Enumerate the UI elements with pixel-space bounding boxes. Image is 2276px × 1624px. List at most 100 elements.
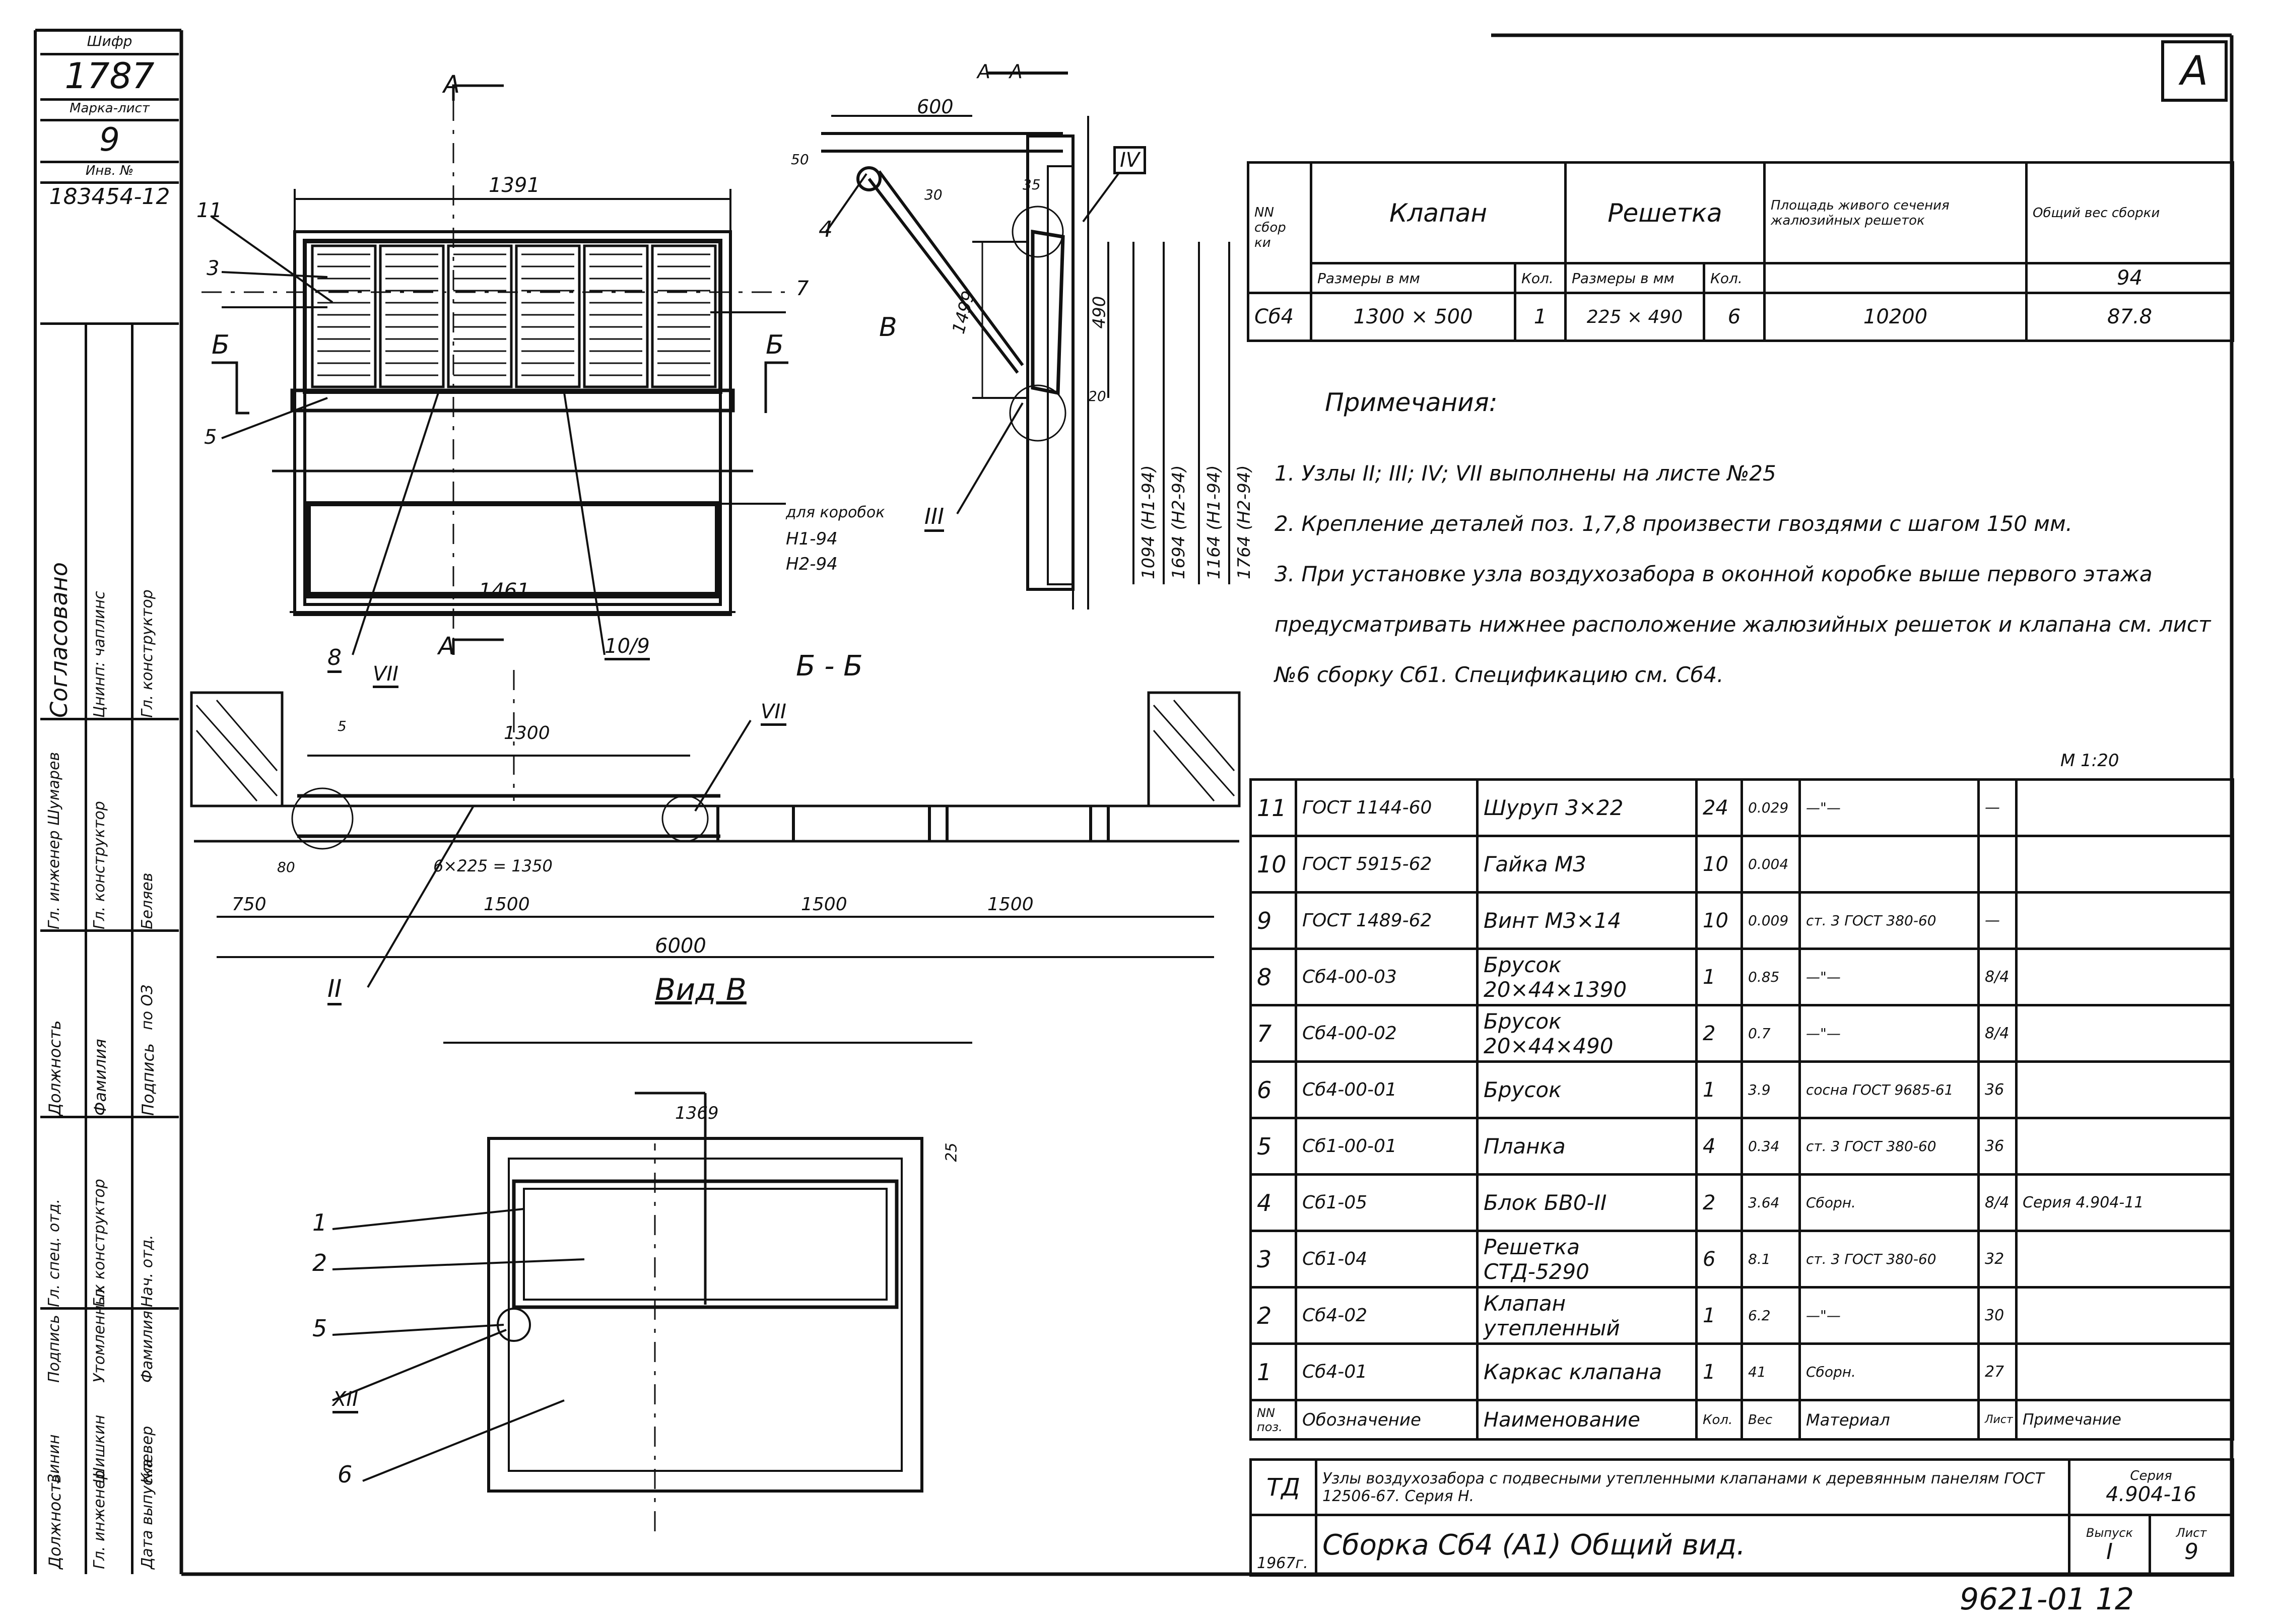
parts-material: ст. 3 ГОСТ 380-60 (1798, 891, 1980, 950)
label-view-v: Вид В (655, 972, 747, 1007)
dim-750: 750 (232, 894, 266, 915)
parts-sheet: — (1977, 891, 2018, 950)
parts-weight: 3.64 (1741, 1173, 1801, 1232)
spec-h-grille-size: Размеры в мм (1564, 262, 1705, 294)
sheet-mark: А (2161, 40, 2228, 102)
parts-name: Клапан утепленный (1476, 1286, 1698, 1345)
spec-h-valve: Клапан (1310, 161, 1567, 264)
parts-name: Планка (1476, 1117, 1698, 1176)
parts-note (2015, 835, 2234, 894)
parts-designation: Сб4-00-03 (1295, 948, 1479, 1006)
title-issue: I (2106, 1538, 2113, 1565)
pos-4: 4 (819, 217, 833, 242)
parts-note (2015, 1342, 2234, 1401)
dim-35: 35 (1023, 176, 1041, 193)
parts-designation: Сб4-00-02 (1295, 1004, 1479, 1063)
spec-h-valve-size: Размеры в мм (1310, 262, 1516, 294)
parts-sheet: 8/4 (1977, 948, 2018, 1006)
dim-1300: 1300 (504, 723, 550, 743)
side-cell-2b: Фамилия (139, 1310, 156, 1383)
parts-weight: 3.9 (1741, 1060, 1801, 1119)
node-7-left: VII (373, 662, 398, 688)
pos-2: 2 (312, 1249, 327, 1276)
side-cell-5: Утомленных (91, 1284, 108, 1383)
title-block: ТД Узлы воздухозабора с подвесными утепл… (1249, 1458, 2234, 1577)
side-stamp: Согласовано Цнинп: чаплинс Гл. конструкт… (40, 322, 179, 1574)
title-issue-label: Выпуск (2086, 1526, 2133, 1540)
side-cell-8: Зинин (45, 1434, 63, 1483)
parts-qty: 2 (1695, 1173, 1743, 1232)
node-4: IV (1113, 146, 1147, 174)
side-cell-10: Нач. отд. (139, 1235, 156, 1307)
parts-qty: 10 (1695, 835, 1743, 894)
parts-material: сосна ГОСТ 9685-61 (1798, 1060, 1980, 1119)
parts-qty: 1 (1695, 1286, 1743, 1345)
parts-sheet: 30 (1977, 1286, 2018, 1345)
parts-material: ст. 3 ГОСТ 380-60 (1798, 1230, 1980, 1289)
parts-sheet: 8/4 (1977, 1004, 2018, 1063)
side-cell-11: Шишкин (91, 1414, 108, 1483)
parts-name: Гайка М3 (1476, 835, 1698, 894)
parts-h-sheet: Лист (1977, 1399, 2018, 1441)
dim-section-width: 600 (917, 96, 954, 118)
parts-material: Сборн. (1798, 1342, 1980, 1401)
parts-pos: 2 (1249, 1286, 1297, 1345)
parts-pos: 11 (1249, 778, 1297, 837)
title-sheet: 9 (2184, 1538, 2198, 1565)
label-b-right: Б (766, 330, 784, 360)
parts-material: —"— (1798, 1286, 1980, 1345)
dim-80: 80 (277, 859, 295, 875)
parts-weight: 8.1 (1741, 1230, 1801, 1289)
parts-note (2015, 948, 2234, 1006)
parts-note (2015, 778, 2234, 837)
scale-label: М 1:20 (2060, 751, 2119, 771)
label-v: В (879, 312, 897, 343)
parts-weight: 6.2 (1741, 1286, 1801, 1345)
dim-6000: 6000 (655, 934, 706, 958)
agreed-sub-3: по ОЗ (139, 984, 156, 1030)
parts-note (2015, 1004, 2234, 1063)
side-cell-4: Гл. инженер (91, 1470, 108, 1569)
parts-designation: Сб4-01 (1295, 1342, 1479, 1401)
parts-qty: 1 (1695, 1060, 1743, 1119)
side-cell-14: Клевер (139, 1426, 156, 1483)
label-section-bb: Б - Б (796, 650, 863, 683)
stamp-inv-label: Инв. № (40, 163, 179, 184)
dim-5: 5 (338, 718, 347, 734)
dim-1500b: 1500 (801, 894, 847, 915)
notes-title: Примечания: (1325, 388, 1498, 417)
parts-designation: ГОСТ 1144-60 (1295, 778, 1479, 837)
title-sheet-title: Сборка Сб4 (А1) Общий вид. (1315, 1514, 2070, 1577)
parts-weight: 0.7 (1741, 1004, 1801, 1063)
title-description: Узлы воздухозабора с подвесными утепленн… (1315, 1458, 2070, 1516)
parts-weight: 0.34 (1741, 1117, 1801, 1176)
parts-designation: ГОСТ 1489-62 (1295, 891, 1479, 950)
approval-1: Должность (45, 1020, 64, 1116)
parts-sheet: 36 (1977, 1060, 2018, 1119)
spec-h-grille: Решетка (1564, 161, 1766, 264)
spec-table: NN сбор ки Клапан Решетка Площадь живого… (1247, 161, 2234, 342)
node-12: XII (332, 1388, 358, 1413)
note-3: 3. При установке узла воздухозабора в ок… (1275, 562, 2211, 687)
parts-qty: 6 (1695, 1230, 1743, 1289)
spec-row-valve-size: 1300 × 500 (1310, 292, 1516, 342)
label-korob: для коробок (786, 504, 885, 521)
parts-designation: Сб4-02 (1295, 1286, 1479, 1345)
spec-h-grille-qty: Кол. (1703, 262, 1766, 294)
parts-h-designation: Обозначение (1295, 1399, 1479, 1441)
parts-weight: 0.009 (1741, 891, 1801, 950)
label-h2: Н2-94 (786, 554, 838, 574)
note-1: 1. Узлы II; III; IV; VII выполнены на ли… (1275, 461, 1776, 486)
spec-h-weight: Общий вес сборки (2025, 161, 2234, 264)
parts-name: Каркас клапана (1476, 1342, 1698, 1401)
parts-material (1798, 835, 1980, 894)
pos-11: 11 (196, 199, 222, 222)
approval-5: Гл. конструктор (91, 801, 108, 929)
